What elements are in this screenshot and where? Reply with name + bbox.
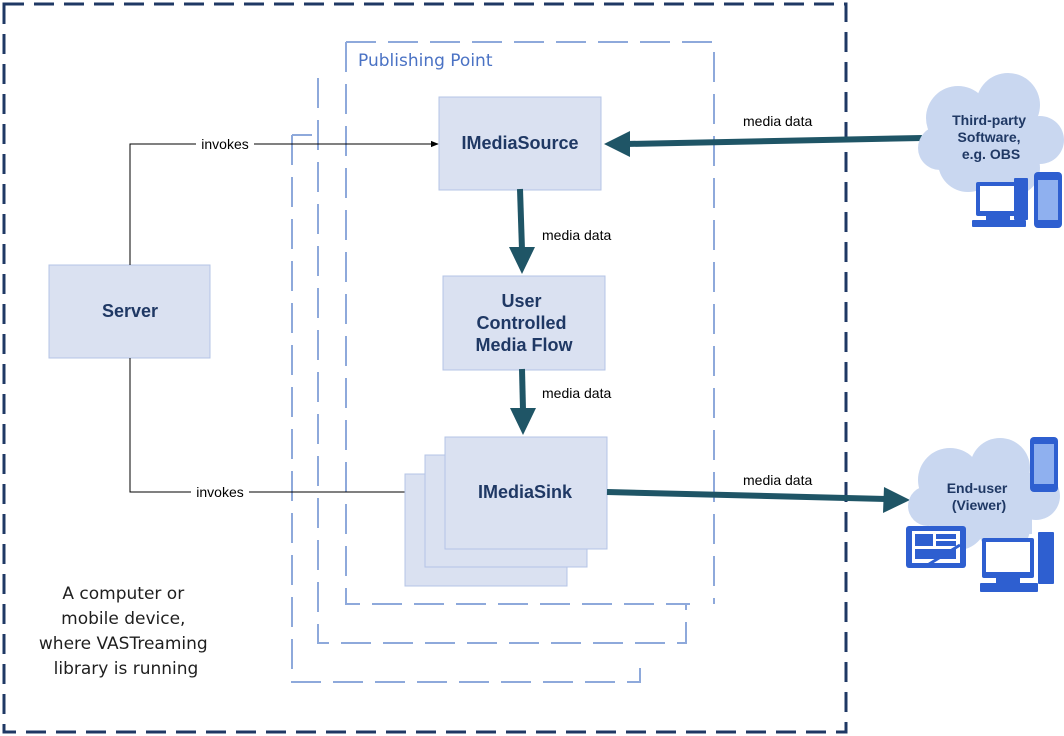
- media-data-label-out: media data: [743, 472, 812, 488]
- smartphone-icon: [1034, 172, 1062, 228]
- media-flow-arrows: [509, 131, 923, 513]
- third-party-cloud: [918, 73, 1064, 196]
- device-boundary: [2, 2, 848, 734]
- desktop-computer-icon: [972, 178, 1028, 227]
- invokes-sink-line: [129, 358, 444, 496]
- user-controlled-label: User Controlled Media Flow: [475, 291, 573, 355]
- user-controlled-box: [442, 275, 606, 371]
- imedia-source-label: IMediaSource: [461, 133, 578, 153]
- smartphone-icon: [1030, 437, 1058, 492]
- media-data-label-source-flow: media data: [542, 227, 611, 243]
- device-note: A computer or mobile device, where VASTr…: [39, 584, 213, 679]
- media-data-label-in: media data: [743, 113, 812, 129]
- desktop-computer-icon: [980, 532, 1054, 592]
- imedia-source-box: [438, 96, 602, 191]
- publishing-point-label: Publishing Point: [358, 51, 493, 71]
- invokes-source-label: invokes: [201, 136, 248, 152]
- invokes-source-line: [129, 140, 439, 265]
- server-label: Server: [102, 301, 158, 321]
- third-party-label: Third-party Software, e.g. OBS: [952, 112, 1030, 162]
- end-user-label: End-user (Viewer): [947, 480, 1012, 513]
- invokes-sink-label: invokes: [196, 484, 243, 500]
- imedia-sink-label: IMediaSink: [478, 482, 573, 502]
- server-box: [48, 264, 211, 359]
- publishing-point-frames: [291, 41, 715, 683]
- imedia-sink-box: [444, 436, 608, 550]
- media-data-label-flow-sink: media data: [542, 385, 611, 401]
- tablet-icon: [906, 526, 966, 568]
